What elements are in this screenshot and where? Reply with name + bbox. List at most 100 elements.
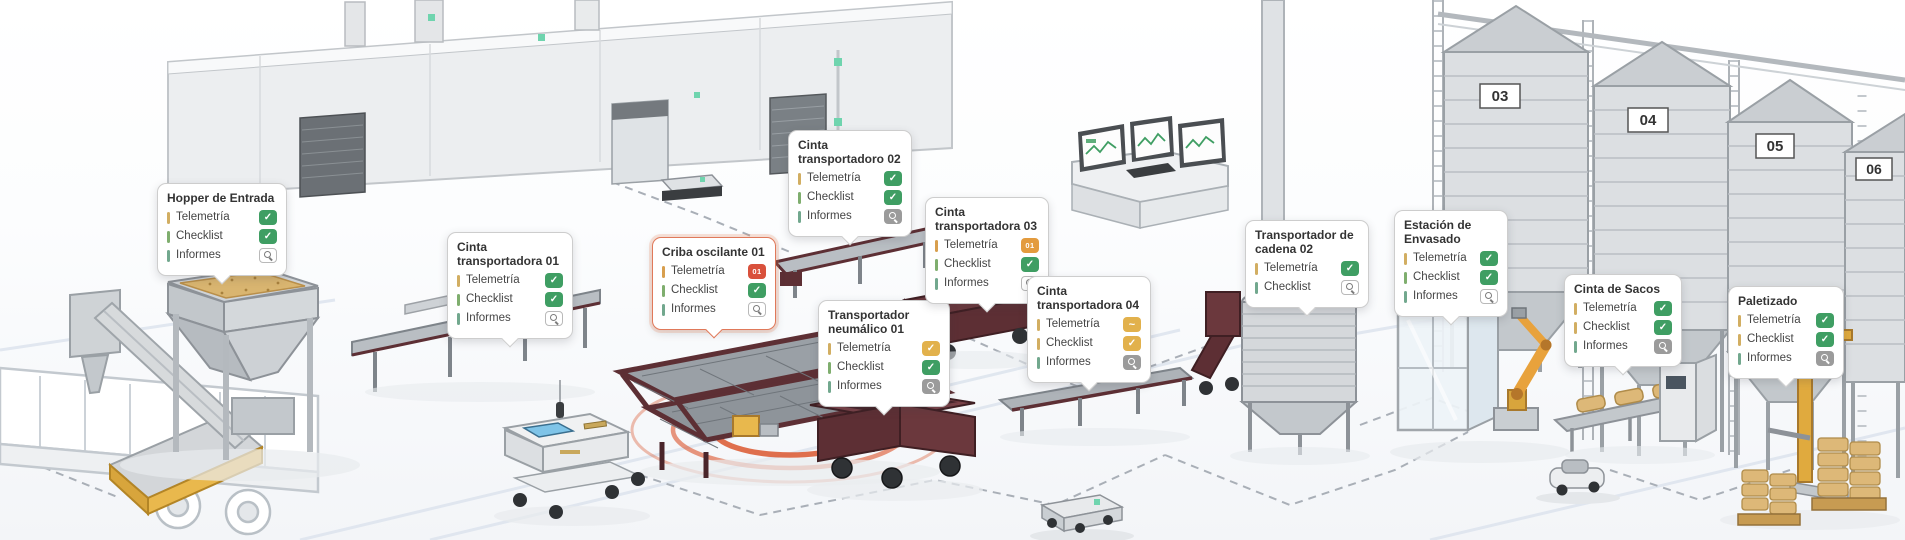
callout-row-informes[interactable]: Informes	[1404, 289, 1498, 305]
agv-1	[660, 174, 724, 201]
callout-row-telemetria[interactable]: Telemetría✓	[1404, 251, 1498, 267]
callout-cinta-transportadora-04[interactable]: Cinta transportadora 04 Telemetría~Check…	[1027, 276, 1151, 384]
check-icon[interactable]: ✓	[1123, 336, 1141, 352]
callout-row-checklist[interactable]: Checklist✓	[935, 257, 1039, 273]
callout-row-informes[interactable]: Informes	[1738, 351, 1834, 367]
status-tick	[828, 342, 831, 355]
check-icon[interactable]: ✓	[1816, 313, 1834, 329]
telemetry-wave-icon[interactable]: ~	[1123, 317, 1141, 333]
callout-row-informes[interactable]: Informes	[167, 248, 277, 264]
alert-count-badge[interactable]: 01	[748, 264, 766, 280]
callout-row-informes[interactable]: Informes	[662, 302, 766, 318]
magnifier-icon[interactable]	[748, 302, 766, 318]
callout-row-checklist[interactable]: Checklist✓	[798, 190, 902, 206]
callout-row-checklist[interactable]: Checklist✓	[1037, 336, 1141, 352]
magnifier-icon[interactable]	[1480, 289, 1498, 305]
row-label: Informes	[1413, 290, 1458, 303]
callout-cinta-transportadora-01[interactable]: Cinta transportadora 01 Telemetría✓Check…	[447, 232, 573, 340]
callout-row-checklist[interactable]: Checklist ✓	[1404, 270, 1498, 286]
callout-row-telemetria[interactable]: Telemetría✓	[1738, 313, 1834, 329]
silo-06[interactable]: 06	[1841, 112, 1905, 478]
callout-row-telemetria[interactable]: Telemetría✓	[1574, 301, 1672, 317]
callout-row-informes[interactable]: Informes	[828, 379, 940, 395]
callout-row-informes[interactable]: Informes	[457, 311, 563, 327]
row-label: Checklist	[1264, 281, 1311, 294]
callout-row-informes[interactable]: Informes	[1037, 355, 1141, 371]
callout-hopper-de-entrada[interactable]: Hopper de Entrada Telemetría✓Checklist✓I…	[157, 183, 287, 277]
callout-cinta-de-sacos[interactable]: Cinta de Sacos Telemetría✓Checklist✓Info…	[1564, 274, 1682, 368]
check-icon[interactable]: ✓	[884, 190, 902, 206]
callout-transportador-neumatico-01[interactable]: Transportador neumálico 01 Telemetría✓Ch…	[818, 300, 950, 408]
callout-row-checklist[interactable]: Checklist✓	[167, 229, 277, 245]
callout-paletizado[interactable]: Paletizado Telemetría✓Checklist✓Informes	[1728, 286, 1844, 380]
callout-rows: Telemetría✓ Checklist✓ Informes	[1574, 301, 1672, 355]
silo-04-label: 04	[1640, 112, 1657, 129]
callout-estacion-de-envasado[interactable]: Estación de Envasado Telemetría✓ Checklis…	[1394, 210, 1508, 318]
magnifier-icon[interactable]	[1816, 351, 1834, 367]
check-icon[interactable]: ✓	[259, 210, 277, 226]
callout-row-checklist[interactable]: Checklist✓	[828, 360, 940, 376]
callout-cinta-transportadora-02[interactable]: Cinta transportadoro 02 Telemetría✓Check…	[788, 130, 912, 238]
callout-row-informes[interactable]: Informes	[798, 209, 902, 225]
callout-row-informes[interactable]: Informes	[1574, 339, 1672, 355]
callout-row-checklist[interactable]: Checklist✓	[1738, 332, 1834, 348]
callout-row-checklist[interactable]: Checklist✓	[662, 283, 766, 299]
check-icon[interactable]: ✓	[922, 360, 940, 376]
callout-row-telemetria[interactable]: Telemetría ✓	[828, 341, 940, 357]
callout-transportador-de-cadena-02[interactable]: Transportador de cadena 02 Telemetría✓ Ch…	[1245, 220, 1369, 309]
magnifier-icon[interactable]	[1341, 280, 1359, 296]
callout-row-informes[interactable]: Informes	[935, 276, 1039, 292]
check-icon[interactable]: ✓	[1654, 301, 1672, 317]
status-tick	[1404, 271, 1407, 284]
check-icon[interactable]: ✓	[1654, 320, 1672, 336]
check-icon[interactable]: ✓	[922, 341, 940, 357]
status-tick	[828, 361, 831, 374]
callout-title: Estación de Envasado	[1404, 218, 1472, 247]
magnifier-icon[interactable]	[884, 209, 902, 225]
check-icon[interactable]: ✓	[1341, 261, 1359, 277]
callout-title: Transportador de cadena 02	[1255, 228, 1354, 257]
row-label: Informes	[807, 210, 852, 223]
magnifier-icon[interactable]	[1123, 355, 1141, 371]
check-icon[interactable]: ✓	[1480, 251, 1498, 267]
check-icon[interactable]: ✓	[748, 283, 766, 299]
check-icon[interactable]: ✓	[1021, 257, 1039, 273]
feeder-elevator	[1190, 291, 1241, 395]
callout-row-telemetria[interactable]: Telemetría✓	[1255, 261, 1359, 277]
callout-row-checklist[interactable]: Checklist	[1255, 280, 1359, 296]
row-label: Telemetría	[837, 342, 891, 355]
check-icon[interactable]: ✓	[1480, 270, 1498, 286]
check-icon[interactable]: ✓	[259, 229, 277, 245]
status-tick	[935, 277, 938, 290]
alert-count-badge[interactable]: 01	[1021, 238, 1039, 254]
status-tick	[662, 303, 665, 316]
callout-row-telemetria[interactable]: Telemetría~	[1037, 317, 1141, 333]
check-icon[interactable]: ✓	[545, 292, 563, 308]
magnifier-icon[interactable]	[1654, 339, 1672, 355]
magnifier-icon[interactable]	[922, 379, 940, 395]
callout-row-checklist[interactable]: Checklist✓	[457, 292, 563, 308]
callout-row-telemetria[interactable]: Telemetría✓	[167, 210, 277, 226]
status-tick	[167, 211, 170, 224]
magnifier-icon[interactable]	[545, 311, 563, 327]
callout-row-telemetria[interactable]: Telemetría✓	[457, 273, 563, 289]
callout-row-telemetria[interactable]: Telemetría✓	[798, 171, 902, 187]
status-tick	[662, 284, 665, 297]
control-console	[1071, 116, 1229, 229]
status-tick	[1574, 340, 1577, 353]
bag-conveyor[interactable]	[1552, 353, 1717, 464]
row-label: Checklist	[1413, 271, 1460, 284]
check-icon[interactable]: ✓	[545, 273, 563, 289]
callout-row-checklist[interactable]: Checklist✓	[1574, 320, 1672, 336]
pallet-stacks	[1737, 437, 1887, 526]
pneumatic-conveyor-machine[interactable]	[807, 388, 983, 501]
check-icon[interactable]: ✓	[884, 171, 902, 187]
check-icon[interactable]: ✓	[1816, 332, 1834, 348]
magnifier-icon[interactable]	[259, 248, 277, 264]
status-tick	[1738, 333, 1741, 346]
